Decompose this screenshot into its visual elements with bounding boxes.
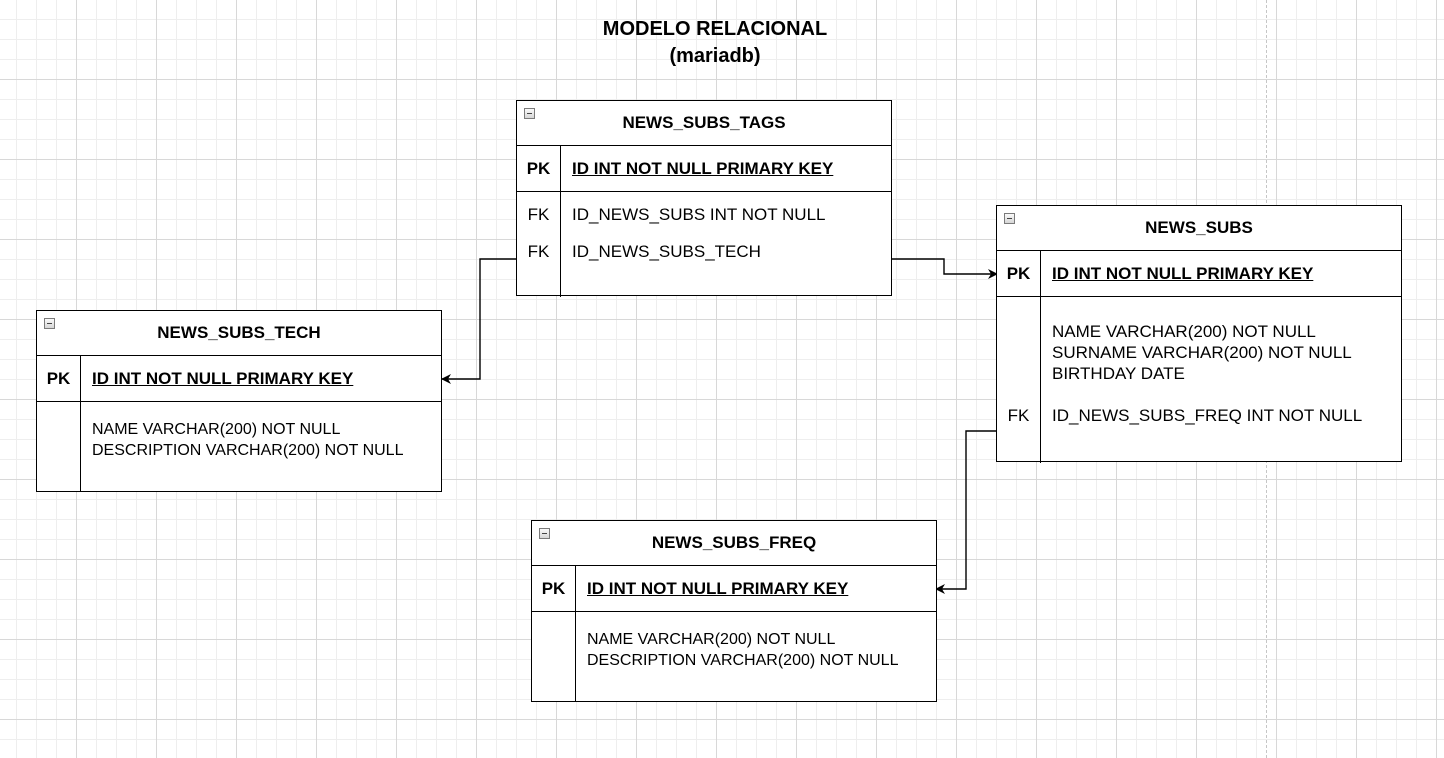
attribute-field: SURNAME VARCHAR(200) NOT NULL (1052, 343, 1352, 362)
table-header[interactable]: NEWS_SUBS_TECH (37, 311, 441, 356)
fk-row[interactable]: FK ID_NEWS_SUBS_FREQ INT NOT NULL (997, 403, 1401, 463)
fk-label-text: FK (527, 242, 550, 261)
fk-label: FK (517, 192, 561, 237)
attribute-field: NAME VARCHAR(200) NOT NULL (92, 421, 341, 438)
pk-field: ID INT NOT NULL PRIMARY KEY (92, 368, 354, 388)
table-name: NEWS_SUBS (1145, 218, 1253, 237)
pk-row[interactable]: PK ID INT NOT NULL PRIMARY KEY (532, 566, 936, 612)
pk-label: PK (517, 146, 561, 191)
fk-field-text: ID_NEWS_SUBS_TECH (572, 242, 761, 261)
edge-tags-to-tech[interactable] (441, 258, 517, 384)
attribute-row[interactable]: NAME VARCHAR(200) NOT NULL SURNAME VARCH… (997, 297, 1401, 403)
attribute-fields: NAME VARCHAR(200) NOT NULL DESCRIPTION V… (81, 402, 441, 492)
pk-row[interactable]: PK ID INT NOT NULL PRIMARY KEY (37, 356, 441, 402)
pk-row[interactable]: PK ID INT NOT NULL PRIMARY KEY (517, 146, 891, 192)
fk-field-text: ID_NEWS_SUBS_FREQ INT NOT NULL (1052, 406, 1363, 425)
edge-subs-to-freq[interactable] (935, 430, 997, 594)
pk-label: PK (37, 356, 81, 401)
attribute-row[interactable]: NAME VARCHAR(200) NOT NULL DESCRIPTION V… (37, 402, 441, 492)
attribute-fields: NAME VARCHAR(200) NOT NULL SURNAME VARCH… (1041, 297, 1401, 403)
attribute-field: DESCRIPTION VARCHAR(200) NOT NULL (92, 442, 404, 459)
fk-field: ID_NEWS_SUBS INT NOT NULL (572, 204, 826, 224)
pk-field: ID INT NOT NULL PRIMARY KEY (1052, 263, 1314, 283)
key-cell (37, 402, 81, 492)
fk-label: FK (517, 237, 561, 297)
fk-field: ID_NEWS_SUBS_FREQ INT NOT NULL (1041, 403, 1401, 463)
pk-label: PK (997, 251, 1041, 296)
table-name: NEWS_SUBS_TECH (157, 323, 321, 342)
diagram-subtitle: (mariadb) (669, 45, 761, 67)
pk-row[interactable]: PK ID INT NOT NULL PRIMARY KEY (997, 251, 1401, 297)
key-cell (532, 612, 576, 702)
attribute-field: DESCRIPTION VARCHAR(200) NOT NULL (587, 652, 899, 669)
collapse-icon[interactable] (539, 528, 550, 539)
pk-label: PK (532, 566, 576, 611)
table-header[interactable]: NEWS_SUBS (997, 206, 1401, 251)
diagram-title: MODELO RELACIONAL (602, 18, 828, 40)
table-news-subs[interactable]: NEWS_SUBS PK ID INT NOT NULL PRIMARY KEY… (996, 205, 1402, 463)
collapse-icon[interactable] (1004, 213, 1015, 224)
key-cell (997, 297, 1041, 403)
fk-row[interactable]: FK ID_NEWS_SUBS_TECH (517, 237, 891, 297)
pk-field: ID INT NOT NULL PRIMARY KEY (572, 158, 834, 178)
attribute-field: BIRTHDAY DATE (1052, 364, 1185, 383)
edge-tags-to-subs[interactable] (891, 258, 998, 279)
table-news-subs-freq[interactable]: NEWS_SUBS_FREQ PK ID INT NOT NULL PRIMAR… (531, 520, 937, 702)
fk-field: ID_NEWS_SUBS_TECH (561, 237, 891, 297)
table-header[interactable]: NEWS_SUBS_TAGS (517, 101, 891, 146)
fk-row[interactable]: FK ID_NEWS_SUBS INT NOT NULL (517, 192, 891, 237)
table-name: NEWS_SUBS_FREQ (651, 533, 817, 552)
table-news-subs-tags[interactable]: NEWS_SUBS_TAGS PK ID INT NOT NULL PRIMAR… (516, 100, 892, 297)
table-name: NEWS_SUBS_TAGS (622, 113, 786, 132)
attribute-row[interactable]: NAME VARCHAR(200) NOT NULL DESCRIPTION V… (532, 612, 936, 702)
attribute-field: NAME VARCHAR(200) NOT NULL (587, 631, 836, 648)
collapse-icon[interactable] (524, 108, 535, 119)
collapse-icon[interactable] (44, 318, 55, 329)
table-news-subs-tech[interactable]: NEWS_SUBS_TECH PK ID INT NOT NULL PRIMAR… (36, 310, 442, 492)
fk-label-text: FK (1007, 406, 1030, 425)
pk-field: ID INT NOT NULL PRIMARY KEY (587, 578, 849, 598)
diagram-title-block: MODELO RELACIONAL (mariadb) (565, 16, 865, 70)
fk-label: FK (997, 403, 1041, 463)
attribute-field: NAME VARCHAR(200) NOT NULL (1052, 322, 1316, 341)
attribute-fields: NAME VARCHAR(200) NOT NULL DESCRIPTION V… (576, 612, 936, 702)
table-header[interactable]: NEWS_SUBS_FREQ (532, 521, 936, 566)
